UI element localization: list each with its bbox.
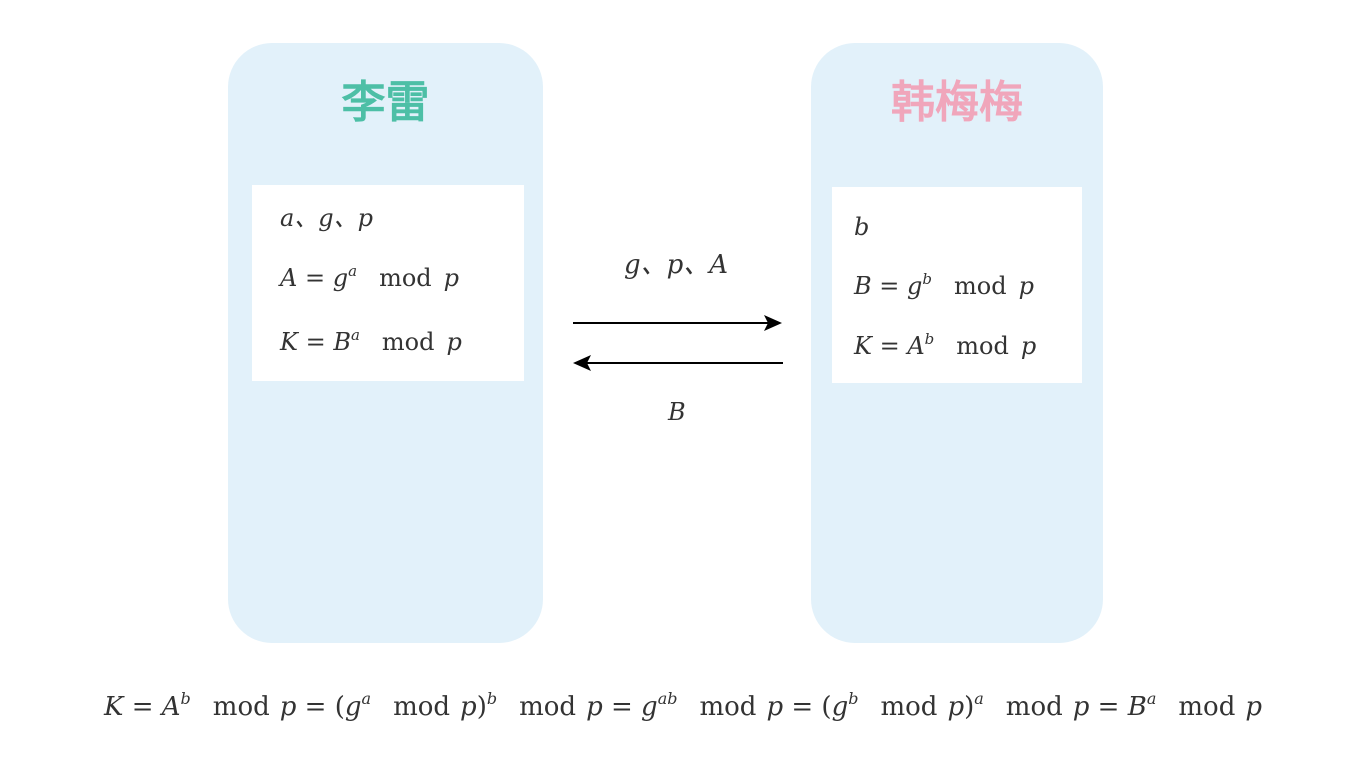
left-party-name: 李雷: [341, 77, 430, 128]
right-vars-line: b: [854, 213, 870, 241]
to-right-label: g、p、A: [624, 250, 729, 280]
arrow-to-right: [573, 315, 782, 331]
arrow-to-left: [573, 355, 783, 371]
right-party-name: 韩梅梅: [891, 77, 1023, 128]
to-left-label: B: [668, 398, 686, 426]
left-vars-line: a、g、p: [280, 204, 374, 232]
